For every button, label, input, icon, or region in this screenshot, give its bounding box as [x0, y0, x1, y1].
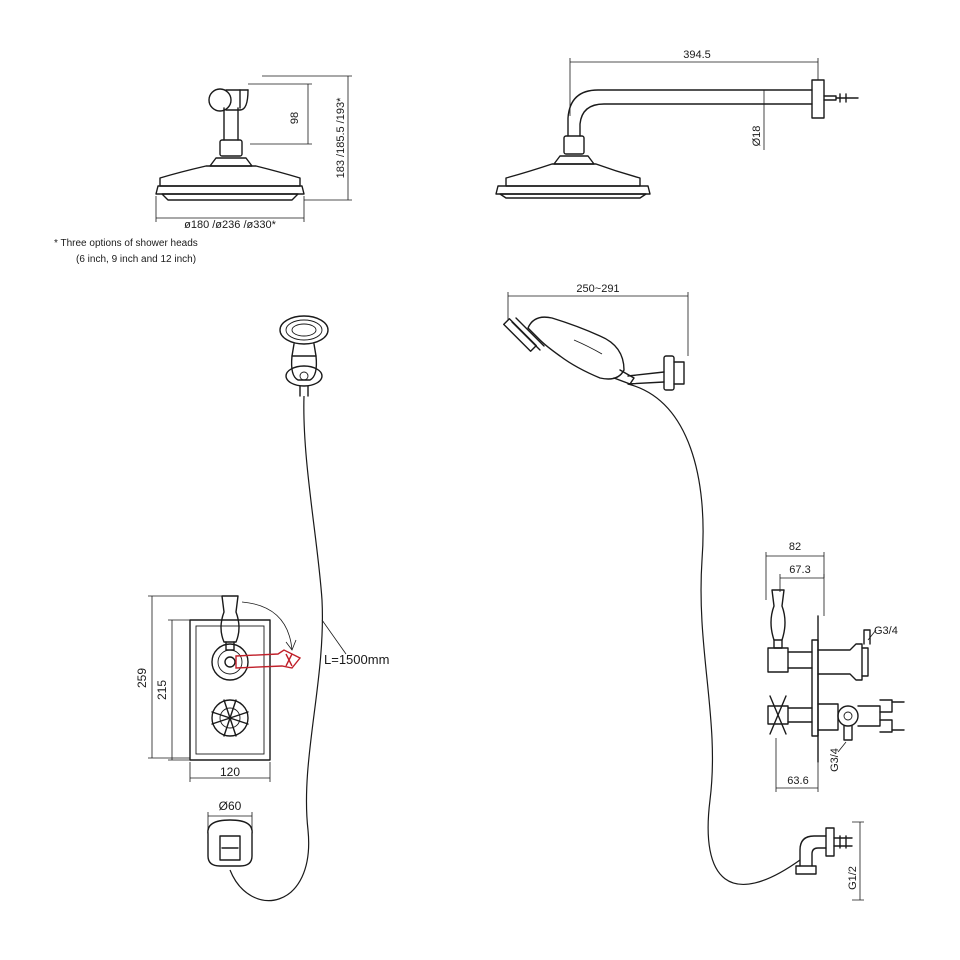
outlet-thread-label: G1/2: [847, 866, 859, 890]
handset-front-view: [279, 315, 329, 397]
plate-height-label: 215: [155, 680, 169, 700]
handset-side-view: [503, 292, 689, 391]
plate-outer-height-label: 259: [135, 668, 149, 688]
outlet-elbow-front: [207, 812, 253, 867]
arm-diameter-label: Ø18: [751, 126, 763, 147]
shower-head-front-view: [155, 75, 352, 222]
shower-head-side-view: [495, 58, 859, 199]
hose-length-label: L=1500mm: [324, 652, 389, 667]
hose-length-leader: [321, 619, 347, 655]
valve-depth-inner-label: 67.3: [789, 564, 810, 576]
outlet-elbow-side: [795, 821, 864, 901]
valve-front-view: [148, 595, 302, 782]
handset-reach-label: 250~291: [576, 283, 619, 295]
head-diameters-label: ø180 /ø236 /ø330*: [184, 219, 276, 231]
head-drop-label: 98: [289, 112, 301, 124]
valve-depth-label: 82: [789, 541, 801, 553]
hose-right: [627, 383, 801, 886]
arm-length-label: 394.5: [683, 49, 711, 61]
valve-offset-label: 63.6: [787, 775, 808, 787]
inlet-bottom-label: G3/4: [829, 748, 841, 772]
hose-left: [229, 395, 324, 902]
note-line-1: * Three options of shower heads: [54, 238, 198, 249]
note-line-2: (6 inch, 9 inch and 12 inch): [76, 254, 196, 265]
valve-side-view: [765, 552, 905, 792]
outlet-diameter-label: Ø60: [219, 799, 242, 813]
plate-width-label: 120: [220, 765, 240, 779]
inlet-top-label: G3/4: [874, 625, 898, 637]
head-heights-label: 183 /185.5 /193*: [335, 97, 347, 178]
